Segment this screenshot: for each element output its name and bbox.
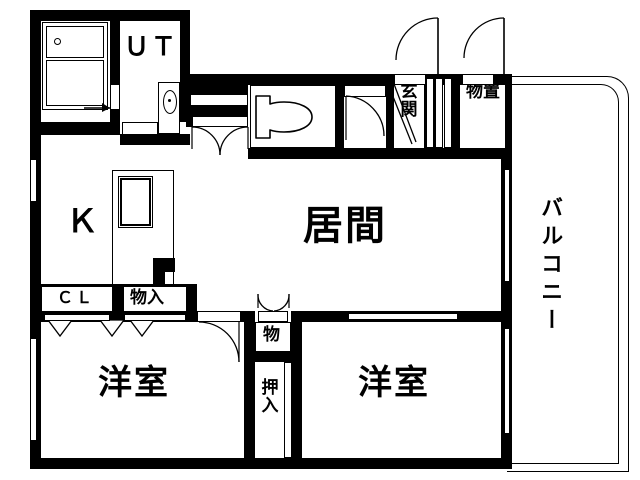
label-yoshitsu-left: 洋室 (98, 363, 170, 403)
sliding-door-leaf-upper (190, 94, 248, 106)
right-bedroom-opening-line (348, 313, 458, 320)
oshiire-sliding-panel (284, 362, 292, 458)
toilet-door-swing (344, 95, 388, 142)
closet-hanger-marks (44, 318, 196, 340)
balcony-outer-rail (507, 76, 629, 472)
balcony-inner-rail (507, 84, 619, 464)
label-cl: ＣＬ (57, 288, 96, 307)
wall-monooki-right (505, 74, 512, 148)
bath-drain-icon (54, 38, 61, 45)
label-genkan: 玄関 (400, 82, 418, 120)
label-kitchen: Ｋ (66, 202, 99, 240)
wall-bedroom-left-divider (244, 311, 255, 469)
wall-corridor-bottom-right (348, 148, 400, 159)
closet-opening-strip-a-line (44, 314, 110, 321)
wall-bath-ut-divider (110, 10, 120, 122)
closet-opening-strip-b-line (124, 314, 186, 321)
genkan-inner-diagonal (386, 82, 417, 148)
shoe-box-panel-a (426, 78, 434, 148)
wall-monooki-bottom (400, 148, 512, 159)
ut-door-panel (122, 122, 158, 135)
toilet-fixture-icon (254, 90, 332, 144)
label-ut: ＵＴ (124, 32, 179, 61)
monoiri-closet-box (123, 286, 187, 312)
toilet-door-panel (344, 85, 386, 97)
wall-corridor-bottom-mid (248, 148, 348, 159)
wall-ut-bottom (120, 134, 190, 145)
bath-door-panel (110, 84, 120, 110)
wall-stub-left-lower (30, 440, 41, 469)
rail-bar-lower (190, 106, 248, 116)
left-bedroom-door-swing (197, 321, 243, 364)
wall-monooki-left (452, 74, 460, 148)
wall-stub-left-mid (30, 201, 41, 339)
wall-stub-left-upper (30, 134, 41, 160)
wall-closet-band-bottom (41, 311, 197, 322)
kitchen-partition-step-1 (153, 258, 175, 272)
wall-genkan-left (386, 74, 394, 148)
wall-ut-right-vertical (180, 10, 190, 122)
rail-bar-upper (190, 85, 248, 94)
corridor-door-panel (192, 116, 248, 127)
label-yoshitsu-right: 洋室 (358, 363, 430, 403)
wall-stub-living-right-upper (501, 148, 512, 170)
monooki-door-swing (462, 16, 510, 76)
genkan-entry-door-swing (394, 16, 446, 76)
label-living: 居間 (303, 203, 387, 249)
genkan-entry-door-panel (394, 74, 426, 85)
ut-basin-bowl-icon (163, 90, 177, 114)
label-oshiire: 押入 (261, 378, 279, 416)
shoe-box-panel-b (435, 78, 443, 148)
wall-bottom-outer (30, 458, 512, 469)
shoe-box-panel-c (444, 78, 452, 148)
wall-mono-oshiire-divider (250, 352, 296, 362)
kitchen-stove-top (120, 178, 151, 226)
wall-corridor-top (186, 74, 386, 85)
wall-stub-living-right-lower (501, 433, 512, 469)
ut-basin-drain-icon (168, 99, 171, 102)
mono-door-double-swing (256, 293, 292, 314)
mono-door-panel (258, 311, 288, 322)
left-bedroom-door-panel (197, 311, 241, 322)
wall-shoe-box-divider (433, 78, 436, 148)
wall-cl-divider (113, 284, 123, 322)
label-balcony: バルコニー (537, 196, 563, 336)
label-mono: 物 (263, 325, 280, 345)
label-monooki: 物置 (466, 82, 500, 102)
cl-closet-box (41, 286, 113, 312)
wall-toilet-right (336, 85, 344, 148)
wall-corridor-top-right (374, 74, 512, 85)
bath-door-swing (84, 94, 114, 114)
window-left-bedroom (30, 337, 37, 442)
window-left-living (30, 158, 37, 203)
label-monoiri: 物入 (130, 288, 164, 308)
wall-monoiri-right (187, 284, 197, 322)
wall-bath-bottom (30, 122, 120, 135)
wall-oshiire-right-divider (291, 311, 302, 469)
mono-storage-box (255, 322, 291, 352)
wall-stub-living-right-mid (501, 281, 512, 314)
corridor-door-double-swing (190, 126, 252, 157)
wall-left-upper-vertical (30, 10, 41, 135)
monooki-door-panel (462, 74, 494, 85)
bath-floor-area (46, 60, 104, 106)
